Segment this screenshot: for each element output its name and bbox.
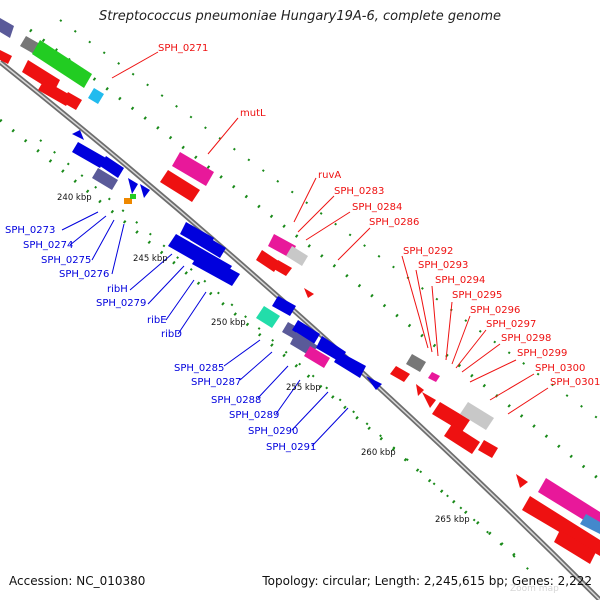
gene-label: mutL (240, 108, 266, 119)
gene-label: SPH_0285 (174, 363, 224, 374)
gene-red-br-2 (554, 530, 596, 564)
gene-label: SPH_0291 (266, 442, 316, 453)
gene-cyan (88, 88, 104, 104)
scale-labels: 240 kbp 245 kbp 250 kbp 255 kbp 260 kbp … (57, 193, 470, 525)
gene-label: SPH_0289 (229, 410, 279, 421)
gene-blue-8 (192, 252, 240, 286)
gene-blue-small-1 (72, 130, 84, 140)
gene-blue-2 (100, 156, 124, 178)
gene-label: SPH_0273 (5, 225, 55, 236)
gene-red-right-5 (444, 424, 480, 454)
scale-label: 250 kbp (211, 318, 246, 328)
gene-red-mutL (160, 170, 200, 202)
gene-label: ribD (161, 329, 182, 340)
gene-blue-9 (272, 296, 296, 316)
gene-red-right-6 (478, 440, 498, 458)
genome-stats-text: Topology: circular; Length: 2,245,615 bp… (262, 574, 592, 588)
gene-magenta-small (428, 372, 440, 382)
gene-label: SPH_0293 (418, 260, 468, 271)
gene-label: SPH_0299 (517, 348, 567, 359)
forward-leaders (111, 51, 549, 415)
tick-track-inner-1 (0, 118, 521, 562)
gene-label: SPH_0271 (158, 43, 208, 54)
forward-gene-labels: SPH_0271 mutL ruvA SPH_0283 SPH_0284 SPH… (158, 43, 600, 388)
forward-strand-genes (0, 18, 600, 564)
tick-track-outer-1 (59, 19, 600, 421)
gene-blue-1 (72, 142, 106, 168)
gene-label: SPH_0286 (369, 217, 419, 228)
gene-blue-13 (366, 376, 382, 390)
gene-top-purple (0, 18, 14, 38)
gene-label: ruvA (318, 170, 341, 181)
gene-red-3 (62, 92, 82, 110)
gene-magenta-2 (304, 346, 330, 368)
gene-label: SPH_0294 (435, 275, 485, 286)
gene-label: SPH_0287 (191, 377, 241, 388)
gene-green-small (130, 194, 136, 199)
gene-label: SPH_0275 (41, 255, 91, 266)
map-title: Streptococcus pneumoniae Hungary19A-6, c… (99, 9, 501, 24)
gene-label: SPH_0296 (470, 305, 520, 316)
gene-label: SPH_0274 (23, 240, 73, 251)
gene-red-right-4 (432, 402, 470, 432)
tick-track-outer-2 (29, 28, 600, 482)
gene-label: SPH_0298 (501, 333, 551, 344)
scale-label: 245 kbp (133, 254, 168, 264)
gene-red-ruvA-2 (272, 260, 292, 276)
gene-label: SPH_0300 (535, 363, 585, 374)
gene-label: SPH_0284 (352, 202, 402, 213)
gene-magenta-mutL (172, 152, 214, 186)
gene-red-arrow (304, 288, 314, 298)
gene-grey-right (406, 354, 426, 372)
scale-label: 255 kbp (286, 383, 321, 393)
reverse-gene-labels: SPH_0273 SPH_0274 SPH_0275 SPH_0276 ribH… (5, 225, 316, 453)
reverse-leaders (61, 211, 349, 447)
watermark: Zoom map (510, 584, 559, 594)
gene-blue-br (580, 514, 600, 534)
gene-label: SPH_0276 (59, 269, 109, 280)
gene-red-arrow-2 (516, 474, 528, 488)
gene-label: SPH_0292 (403, 246, 453, 257)
gene-grey-ruvA (286, 246, 308, 266)
gene-blue-6 (190, 230, 226, 258)
gene-label: SPH_0288 (211, 395, 261, 406)
scale-label: 240 kbp (57, 193, 92, 203)
scale-label: 260 kbp (361, 448, 396, 458)
gene-blue-10 (292, 320, 320, 344)
gene-red-small (0, 50, 12, 64)
reverse-strand-genes (72, 130, 382, 390)
gene-green (32, 40, 92, 88)
gene-label: SPH_0290 (248, 426, 298, 437)
gene-blue-12 (334, 352, 366, 378)
gene-label: ribE (147, 315, 167, 326)
gene-red-right-1 (390, 366, 410, 382)
accession-text: Accession: NC_010380 (9, 574, 146, 588)
gene-label: SPH_0283 (334, 186, 384, 197)
gene-blue-3 (128, 178, 138, 194)
gene-label: SPH_0295 (452, 290, 502, 301)
gene-label: SPH_0279 (96, 298, 146, 309)
scale-label: 265 kbp (435, 515, 470, 525)
gene-label: SPH_0297 (486, 319, 536, 330)
gene-purple-1 (92, 168, 118, 190)
tick-track-inner-2 (39, 139, 541, 581)
gene-blue-4 (140, 184, 150, 198)
gene-teal (256, 306, 280, 328)
gene-red-right-2 (416, 384, 424, 396)
gene-red-br-1 (522, 496, 600, 556)
gene-red-right-3 (422, 392, 436, 408)
gene-grey-right-2 (460, 402, 494, 430)
gene-orange (124, 198, 132, 204)
gene-label: ribH (107, 284, 128, 295)
gene-label: SPH_0301 (550, 377, 600, 388)
